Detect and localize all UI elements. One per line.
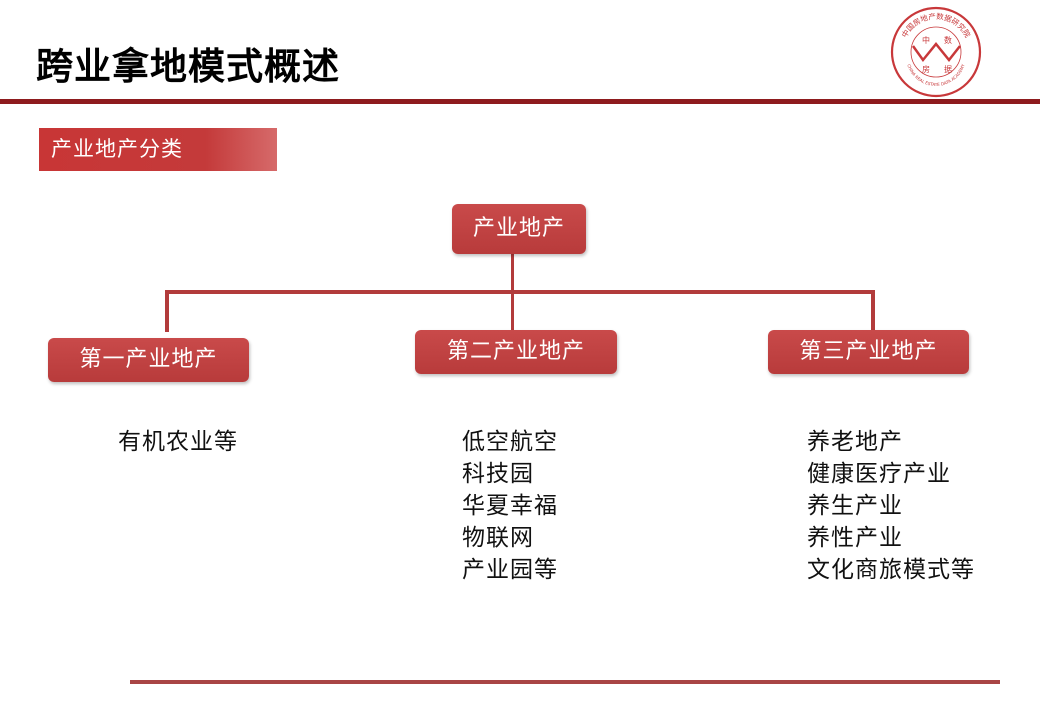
logo-char: 数: [944, 35, 952, 45]
list-item: 文化商旅模式等: [807, 557, 975, 583]
list-item: 有机农业等: [118, 429, 238, 455]
org-node-tertiary-industry: 第三产业地产: [768, 330, 969, 374]
list-item: 低空航空: [462, 429, 558, 455]
connector-right-drop: [871, 290, 875, 332]
primary-industry-list: 有机农业等: [118, 426, 238, 458]
logo-char: 房: [922, 64, 930, 74]
tertiary-industry-list: 养老地产 健康医疗产业 养生产业 养性产业 文化商旅模式等: [807, 426, 975, 586]
list-item: 健康医疗产业: [807, 461, 951, 487]
list-item: 养性产业: [807, 525, 903, 551]
secondary-industry-list: 低空航空 科技园 华夏幸福 物联网 产业园等: [462, 426, 558, 586]
org-node-root: 产业地产: [452, 204, 586, 254]
section-label: 产业地产分类: [39, 128, 277, 171]
connector-left-drop: [165, 290, 169, 332]
org-node-secondary-industry: 第二产业地产: [415, 330, 617, 374]
logo-char: 据: [944, 64, 952, 74]
logo-char: 中: [922, 35, 930, 45]
list-item: 养老地产: [807, 429, 903, 455]
page-title: 跨业拿地模式概述: [36, 45, 340, 88]
footer-divider: [130, 680, 1000, 684]
list-item: 科技园: [462, 461, 534, 487]
list-item: 养生产业: [807, 493, 903, 519]
list-item: 物联网: [462, 525, 534, 551]
connector-middle-drop: [511, 290, 514, 332]
org-node-primary-industry: 第一产业地产: [48, 338, 249, 382]
china-real-estate-data-logo-icon: 中国房地产数据研究院 CHINA REAL ESTATE DATA ACADEM…: [890, 6, 982, 98]
title-divider: [0, 99, 1040, 104]
connector-horizontal: [165, 290, 875, 294]
list-item: 产业园等: [462, 557, 558, 583]
list-item: 华夏幸福: [462, 493, 558, 519]
connector-root-stem: [511, 254, 514, 292]
